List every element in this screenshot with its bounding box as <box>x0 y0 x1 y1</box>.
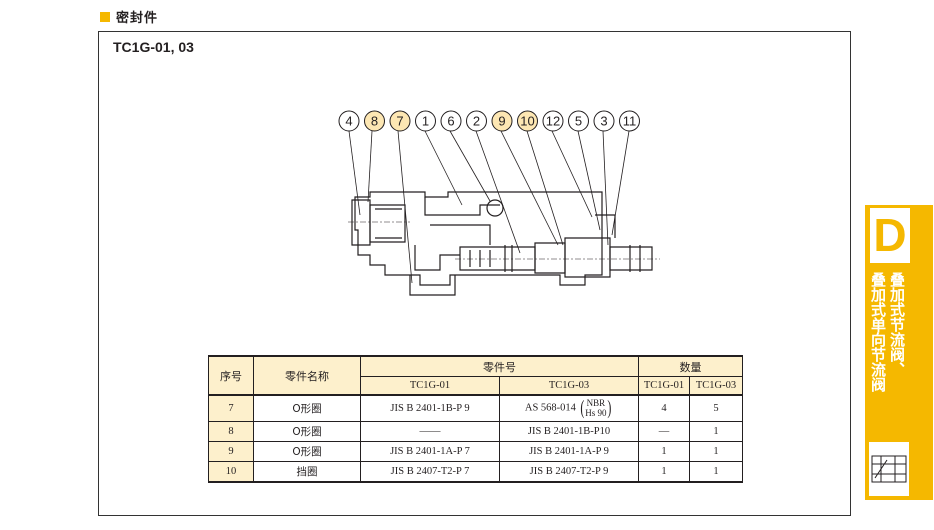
row-name: O形圈 <box>253 394 361 422</box>
model-label: TC1G-01, 03 <box>113 39 194 55</box>
row-qty-03: 1 <box>689 440 743 462</box>
header-qty: 数量 <box>638 355 743 377</box>
callout-number: 3 <box>600 114 607 129</box>
callout-balloon-3 <box>593 110 615 132</box>
callout-balloon-8 <box>364 110 385 132</box>
row-name: O形圈 <box>253 420 361 442</box>
callout-balloon-7 <box>389 110 411 132</box>
callout-balloon-2 <box>466 110 487 132</box>
table-row: 8 O形圈 —— JIS B 2401-1B-P10 — 1 <box>208 420 743 442</box>
callout-balloon-6 <box>440 110 462 132</box>
valve-cross-section-drawing: 4 8 7 1 6 2 9 10 12 5 3 11 <box>338 110 660 296</box>
row-no: 9 <box>208 440 254 462</box>
table-row: 7 O形圈 JIS B 2401-1B-P 9 AS 568-014 ( NBR… <box>208 394 743 422</box>
callout-number: 8 <box>371 114 378 129</box>
callout-number: 2 <box>473 114 480 129</box>
callout-number: 1 <box>422 114 429 129</box>
callout-number: 11 <box>623 114 637 129</box>
row-part-03: JIS B 2401-1B-P10 <box>499 420 639 442</box>
row-qty-03: 1 <box>689 420 743 442</box>
callout-balloon-11 <box>619 110 640 132</box>
callout-number: 9 <box>498 114 505 129</box>
section-title: 密封件 <box>116 11 159 26</box>
row-part-03: JIS B 2401-1A-P 9 <box>499 440 639 462</box>
header-no: 序号 <box>208 355 254 396</box>
row-no: 8 <box>208 420 254 442</box>
row-part-03: AS 568-014 ( NBR Hs 90 ) <box>499 394 639 422</box>
callout-number: 4 <box>345 114 352 129</box>
row-part-01: JIS B 2407-T2-P 7 <box>360 460 500 483</box>
row-qty-03: 5 <box>689 394 743 422</box>
row-no: 10 <box>208 460 254 483</box>
valve-body-outline <box>351 191 653 296</box>
content-frame <box>98 31 851 516</box>
header-qty-01: TC1G-01 <box>638 376 690 396</box>
row-no: 7 <box>208 394 254 422</box>
callout-balloons: 4 8 7 1 6 2 9 10 12 5 3 11 <box>338 110 640 132</box>
header-qty-03: TC1G-03 <box>689 376 743 396</box>
row-part-03: JIS B 2407-T2-P 9 <box>499 460 639 483</box>
header-col-03: TC1G-03 <box>499 376 639 396</box>
header-part-no: 零件号 <box>360 355 639 377</box>
header-col-01: TC1G-01 <box>360 376 500 396</box>
row-part-01: JIS B 2401-1B-P 9 <box>360 394 500 422</box>
callout-balloon-5 <box>568 110 589 132</box>
chapter-title-col1: 叠加式单向节流阀 <box>869 272 887 392</box>
row-part-03-code: AS 568-014 <box>524 402 576 414</box>
table-row: 10 挡圈 JIS B 2407-T2-P 7 JIS B 2407-T2-P … <box>208 460 743 483</box>
callout-number: 10 <box>520 114 534 129</box>
row-qty-01: 4 <box>638 394 690 422</box>
table-row: 9 O形圈 JIS B 2401-1A-P 7 JIS B 2401-1A-P … <box>208 440 743 462</box>
row-qty-01: 1 <box>638 460 690 483</box>
parts-table: 序号 零件名称 零件号 数量 TC1G-01 TC1G-03 TC1G-01 T… <box>208 355 743 483</box>
callout-number: 5 <box>575 114 582 129</box>
valve-symbol-icon <box>869 442 909 496</box>
row-qty-01: — <box>638 420 690 442</box>
callout-balloon-1 <box>415 110 436 132</box>
material-note-top: NBR <box>586 398 606 409</box>
leader-lines <box>348 130 630 284</box>
header-name: 零件名称 <box>253 355 361 396</box>
material-note-bottom: Hs 90 <box>585 408 607 419</box>
row-part-01: —— <box>360 420 500 442</box>
row-name: 挡圈 <box>253 460 361 483</box>
section-bullet-icon <box>100 11 110 22</box>
callout-balloon-10 <box>517 110 538 132</box>
row-name: O形圈 <box>253 440 361 462</box>
row-part-01: JIS B 2401-1A-P 7 <box>360 440 500 462</box>
callout-balloon-12 <box>542 110 564 132</box>
callout-number: 7 <box>396 114 403 129</box>
callout-number: 12 <box>546 114 560 129</box>
chapter-letter: D <box>870 208 910 263</box>
center-lines <box>348 221 660 260</box>
row-qty-01: 1 <box>638 440 690 462</box>
chapter-title-col2: 叠加式节流阀、 <box>888 272 906 377</box>
section-header: 密封件 <box>100 7 158 26</box>
row-qty-03: 1 <box>689 460 743 483</box>
callout-balloon-9 <box>491 110 513 132</box>
material-note: ( NBR Hs 90 ) <box>579 397 612 420</box>
callout-number: 6 <box>447 114 454 129</box>
